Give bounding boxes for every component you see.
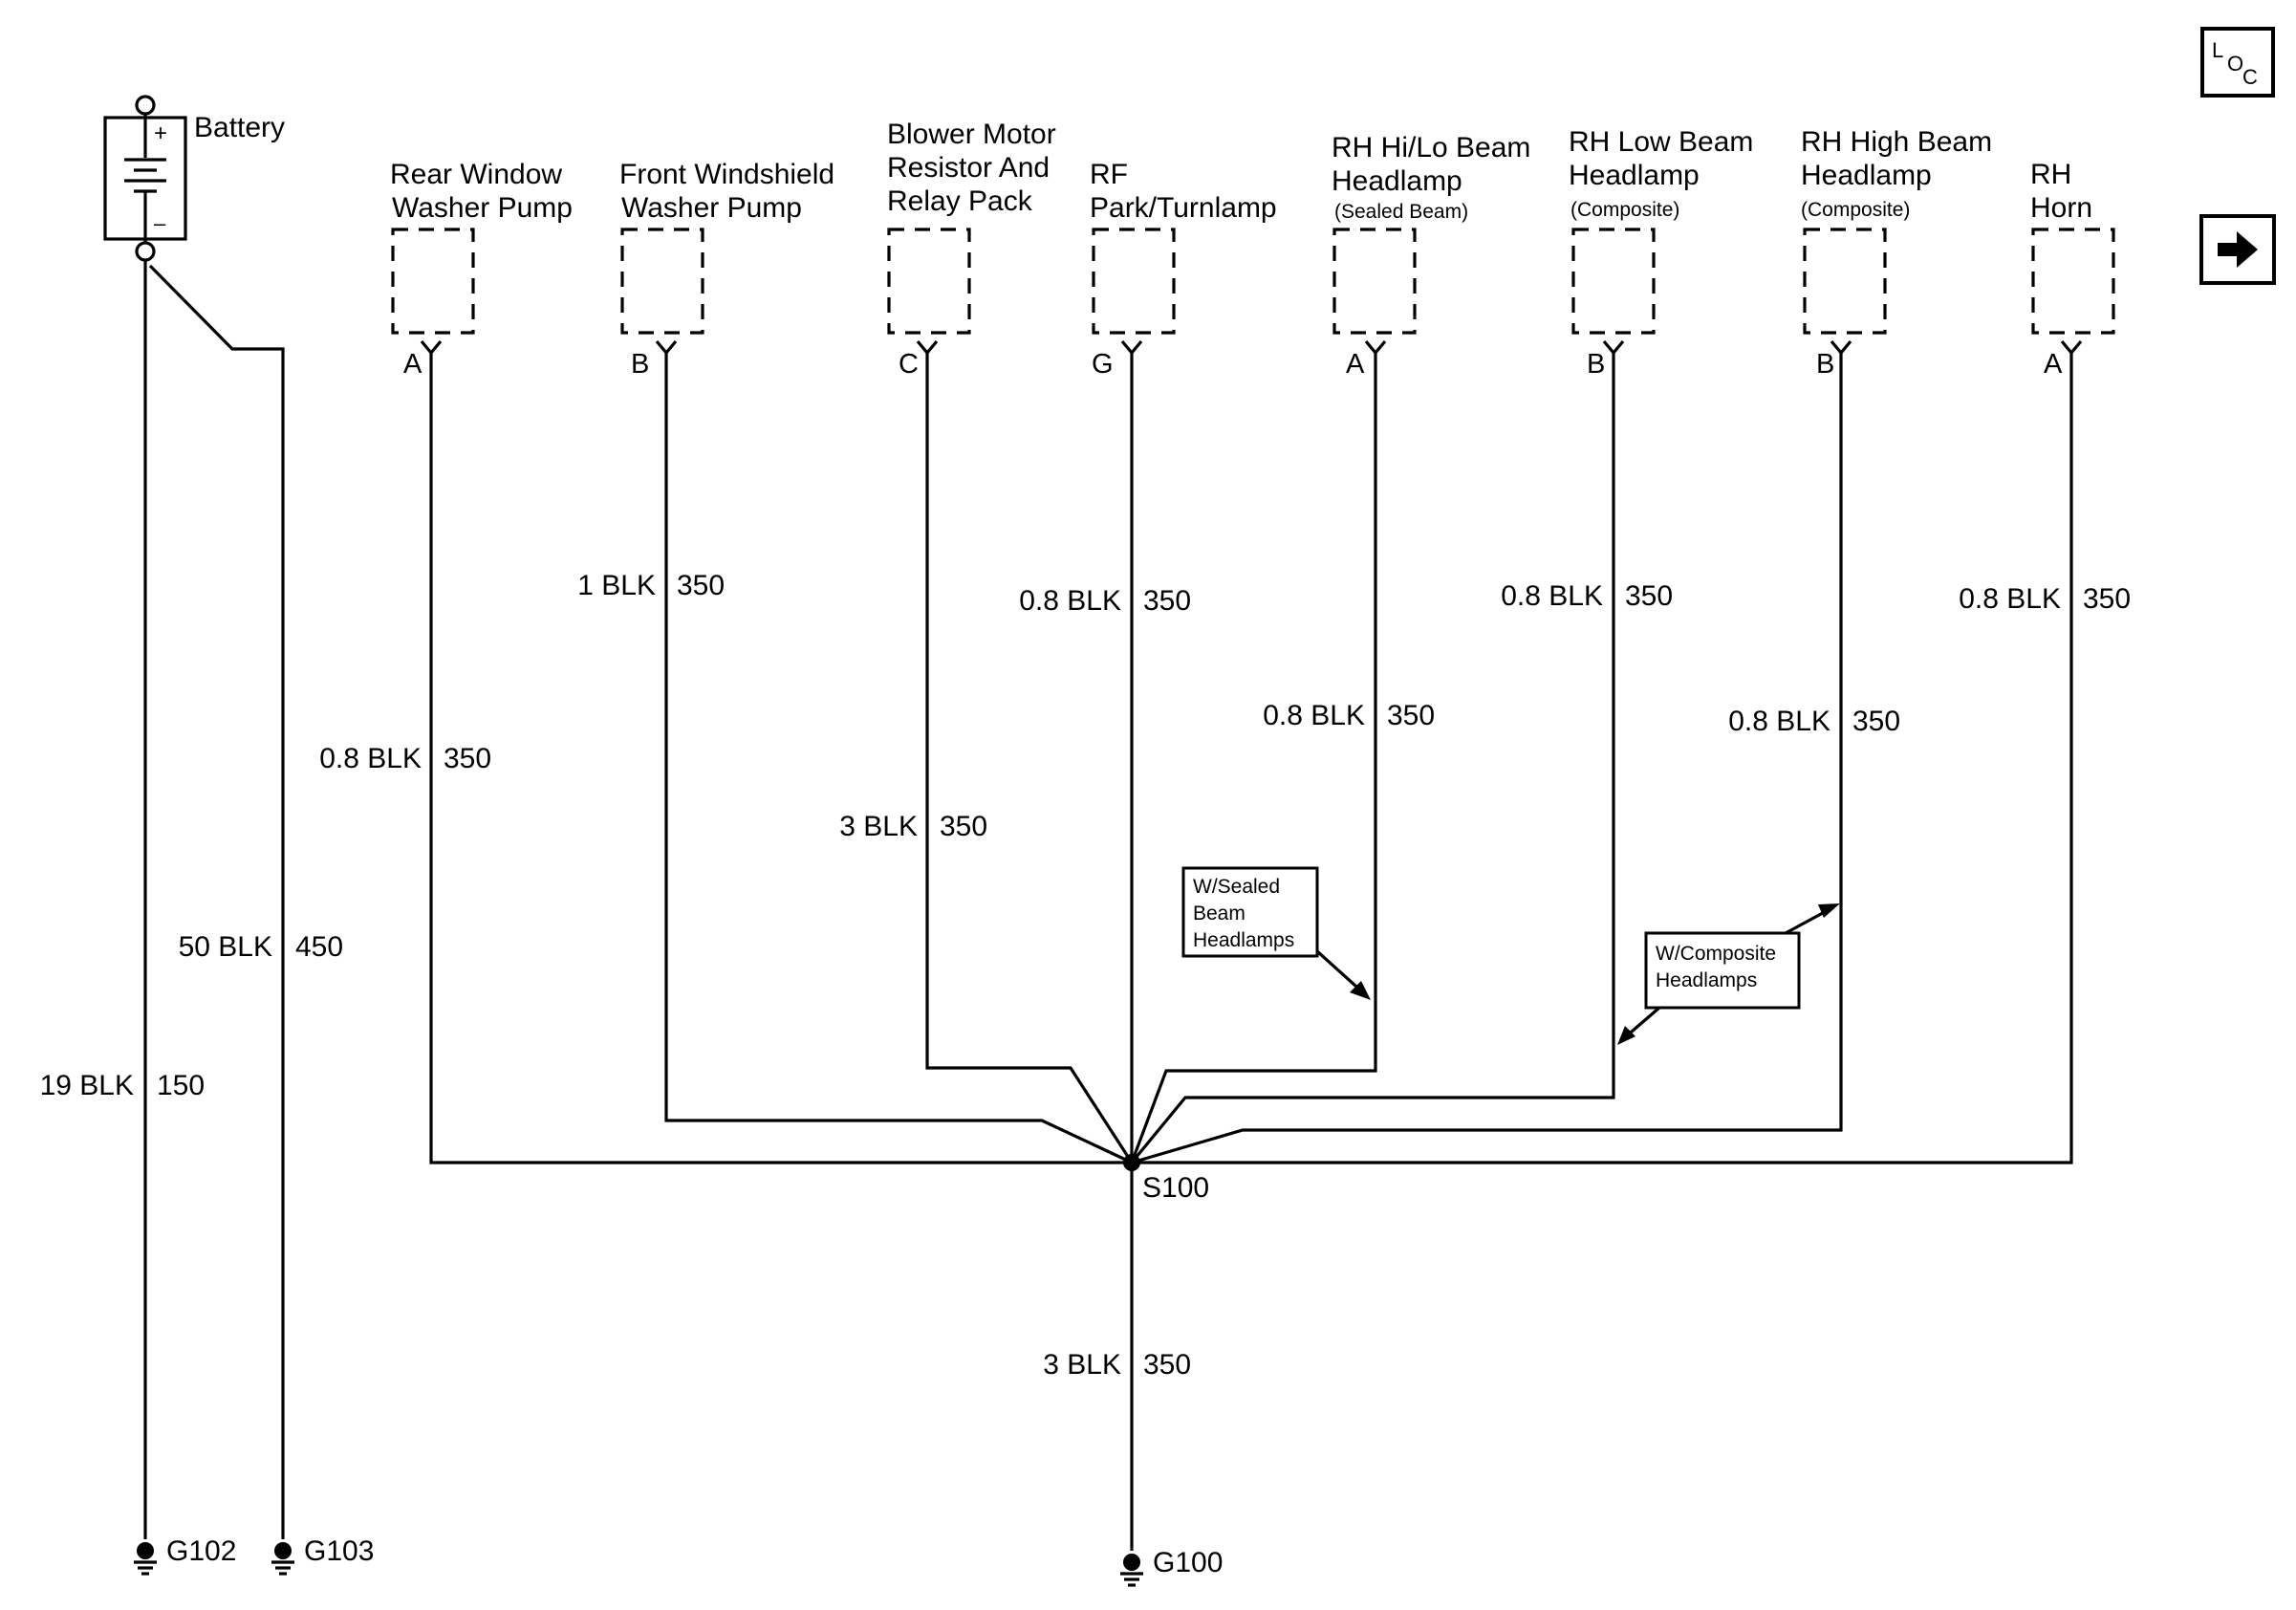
callout-composite: W/Composite Headlamps	[1617, 903, 1840, 1045]
component-label: Rear Window	[390, 159, 562, 190]
wire-circuit-rf-park: 350	[1143, 585, 1191, 617]
wire-circuit-battery-g102: 150	[157, 1070, 205, 1101]
component-label: Park/Turnlamp	[1090, 192, 1277, 224]
wire-size-rh-low: 0.8 BLK	[1501, 580, 1603, 612]
component-sublabel: (Sealed Beam)	[1334, 201, 1468, 223]
connector-pin: B	[1587, 349, 1605, 380]
wire-circuit-rh-high: 350	[1852, 706, 1900, 737]
connector-pin: A	[403, 349, 422, 380]
ground-g100: G100	[1120, 1547, 1223, 1587]
callout-text: W/Sealed	[1193, 876, 1280, 898]
component-label: RH High Beam	[1801, 126, 1992, 158]
battery: + – Battery	[103, 95, 285, 262]
component-rh-low-beam-headlamp: RH Low Beam Headlamp (Composite) B	[1569, 126, 1753, 380]
component-label: Headlamp	[1801, 160, 1932, 191]
component-sublabel: (Composite)	[1801, 199, 1910, 221]
loc-letter-l: L	[2212, 38, 2223, 62]
loc-letter-c: C	[2242, 65, 2258, 89]
wire-circuit-splice-g100: 350	[1143, 1349, 1191, 1381]
connector-pin: A	[1346, 349, 1365, 380]
callout-text: Headlamps	[1656, 969, 1757, 991]
wire-circuit-rear-washer: 350	[444, 743, 491, 774]
loc-button[interactable]: L O C	[2200, 27, 2275, 98]
splice-label: S100	[1142, 1172, 1209, 1204]
component-front-windshield-washer-pump: Front Windshield Washer Pump B	[619, 159, 834, 380]
arrow-head-icon	[1818, 903, 1840, 918]
component-label: Front Windshield	[619, 159, 834, 190]
component-label: RH Hi/Lo Beam	[1332, 132, 1530, 163]
wire-size-blower: 3 BLK	[839, 811, 918, 842]
component-rh-horn: RH Horn A	[2030, 159, 2115, 380]
connector-pin: G	[1092, 349, 1114, 380]
wire-size-splice-g100: 3 BLK	[1043, 1349, 1121, 1381]
component-sublabel: (Composite)	[1570, 199, 1679, 221]
callout-text: Headlamps	[1193, 929, 1294, 951]
component-label: RH Low Beam	[1569, 126, 1753, 158]
component-label: Washer Pump	[621, 192, 802, 224]
component-rh-high-beam-headlamp: RH High Beam Headlamp (Composite) B	[1801, 126, 1992, 380]
splice-s100-dot	[1123, 1154, 1140, 1171]
component-rear-window-washer-pump: Rear Window Washer Pump A	[390, 159, 573, 380]
wire-size-front-washer: 1 BLK	[577, 570, 656, 601]
wire-rh-horn	[1132, 353, 2073, 1164]
right-arrow-icon	[2218, 231, 2258, 268]
wire-size-rh-horn: 0.8 BLK	[1959, 583, 2061, 615]
component-label: Headlamp	[1332, 165, 1462, 197]
battery-plus-sign: +	[154, 120, 167, 146]
ground-label: G103	[304, 1535, 374, 1567]
arrow-head-icon	[1617, 1026, 1635, 1045]
connector-pin: A	[2044, 349, 2063, 380]
component-rf-park-turnlamp: RF Park/Turnlamp G	[1090, 159, 1277, 380]
component-label: Blower Motor	[887, 119, 1056, 150]
next-button[interactable]	[2199, 214, 2276, 285]
component-label: Resistor And	[887, 152, 1050, 184]
ground-g103: G103	[271, 1535, 374, 1576]
ground-label: G102	[166, 1535, 236, 1567]
arrow-head-icon	[1350, 981, 1371, 1000]
loc-letter-o: O	[2227, 52, 2243, 76]
wire-circuit-battery-g103: 450	[295, 931, 343, 963]
component-rh-hi-lo-beam-headlamp: RH Hi/Lo Beam Headlamp (Sealed Beam) A	[1332, 132, 1530, 380]
wire-circuit-rh-low: 350	[1625, 580, 1673, 612]
callout-text: W/Composite	[1656, 943, 1776, 965]
wire-size-battery-g103: 50 BLK	[179, 931, 272, 963]
connector-pin: C	[899, 349, 919, 380]
wire-rh-hilo	[1130, 353, 1377, 1164]
component-label: Washer Pump	[392, 192, 573, 224]
wire-size-rh-hilo: 0.8 BLK	[1263, 700, 1365, 731]
wire-circuit-rh-hilo: 350	[1387, 700, 1435, 731]
wire-rear-washer	[429, 353, 1132, 1164]
wire-size-rh-high: 0.8 BLK	[1728, 706, 1830, 737]
component-blower-motor-resistor-relay-pack: Blower Motor Resistor And Relay Pack C	[887, 119, 1056, 380]
component-label: RF	[1090, 159, 1128, 190]
wire-circuit-blower: 350	[940, 811, 987, 842]
wire-size-battery-g102: 19 BLK	[40, 1070, 134, 1101]
callout-sealed-beam: W/Sealed Beam Headlamps	[1181, 866, 1371, 1000]
callout-text: Beam	[1193, 903, 1245, 925]
component-label: Headlamp	[1569, 160, 1700, 191]
component-label: RH	[2030, 159, 2071, 190]
connector-pin: B	[631, 349, 649, 380]
wire-rh-low	[1130, 353, 1615, 1164]
component-label: Horn	[2030, 192, 2092, 224]
wire-circuit-rh-horn: 350	[2083, 583, 2131, 615]
component-label: Relay Pack	[887, 185, 1033, 217]
wire-blower	[925, 353, 1134, 1164]
wire-circuit-front-washer: 350	[677, 570, 725, 601]
wire-size-rf-park: 0.8 BLK	[1019, 585, 1121, 617]
wire-size-rear-washer: 0.8 BLK	[319, 743, 422, 774]
connector-pin: B	[1816, 349, 1834, 380]
ground-label: G100	[1153, 1547, 1223, 1578]
ground-g102: G102	[134, 1535, 236, 1576]
battery-minus-sign: –	[154, 211, 166, 235]
battery-label: Battery	[194, 112, 285, 143]
wire-rh-high	[1131, 353, 1843, 1164]
wire-battery-g103	[148, 264, 285, 1539]
wire-front-washer	[664, 353, 1133, 1164]
